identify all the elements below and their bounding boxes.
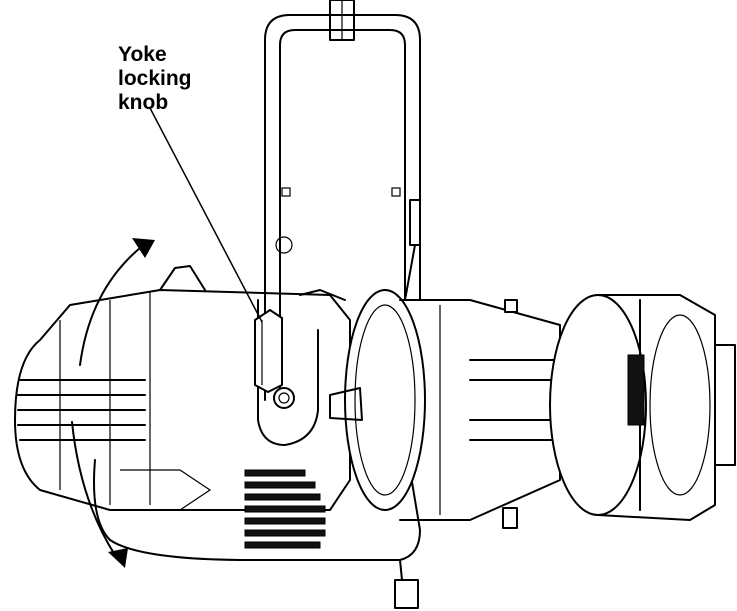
callout-line-3: knob xyxy=(118,91,169,114)
yoke xyxy=(257,14,421,446)
front-lens-holder xyxy=(549,294,736,521)
vented-base xyxy=(93,459,421,561)
mounting-bolt xyxy=(329,0,355,41)
safety-cable-bottom xyxy=(394,559,419,609)
tilt-arrow-down xyxy=(71,421,128,568)
vent-slots xyxy=(244,469,326,549)
callout-leader-line xyxy=(149,107,263,323)
yoke-locking-knob-label: Yoke locking knob xyxy=(118,43,192,115)
yoke-locking-knob xyxy=(254,309,295,409)
safety-cable-top xyxy=(404,199,421,301)
tilt-arrow-up xyxy=(79,238,155,366)
callout-line-2: locking xyxy=(118,67,192,90)
callout-line-1: Yoke xyxy=(118,43,167,66)
barrel-ring xyxy=(329,289,426,511)
lamp-housing xyxy=(14,265,351,511)
